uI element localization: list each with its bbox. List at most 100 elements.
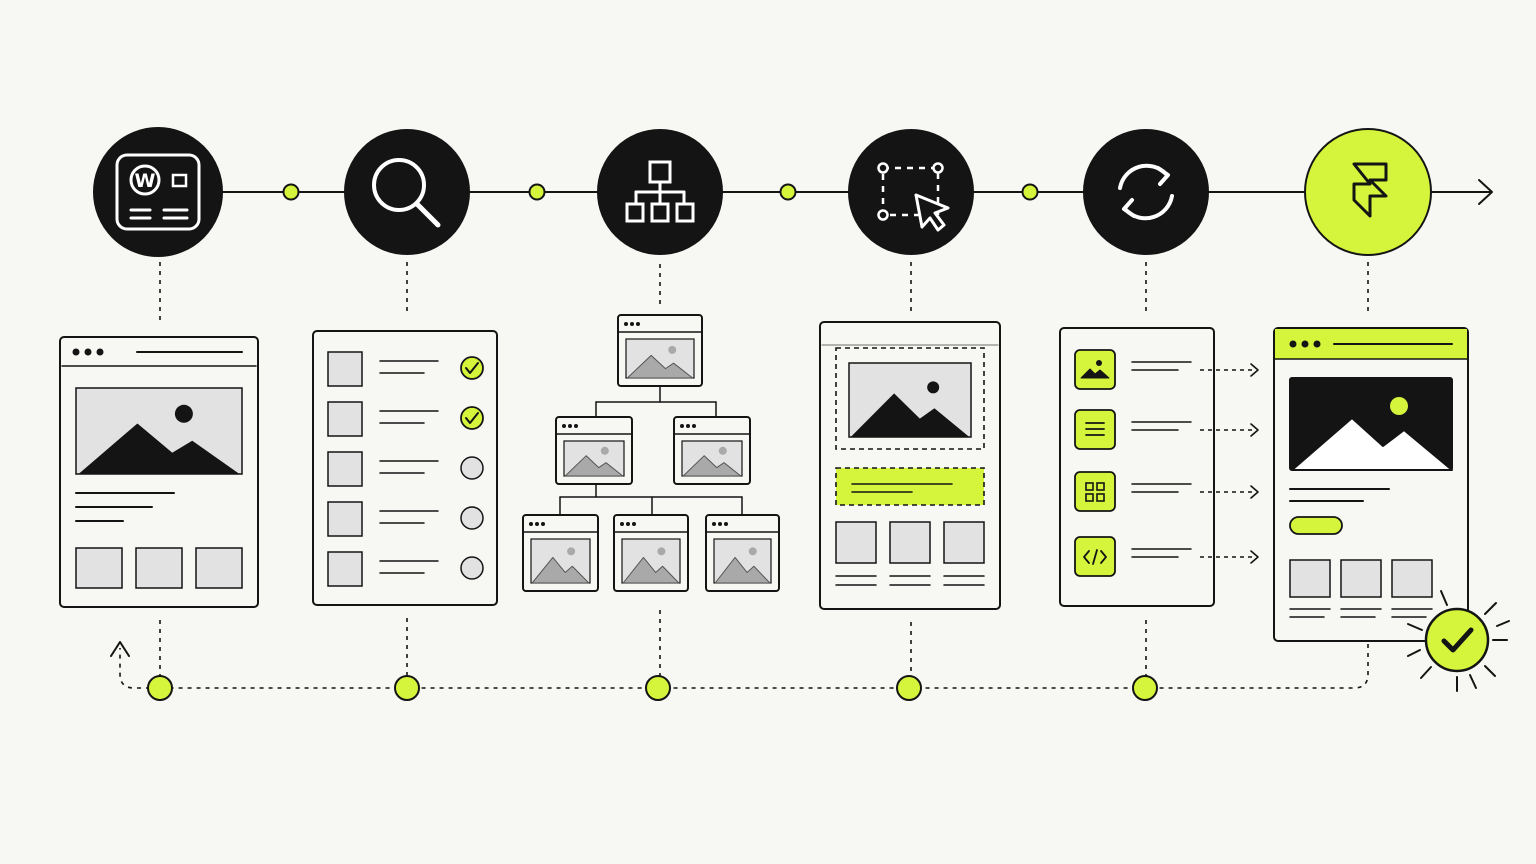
- burst-ray: [1407, 623, 1423, 631]
- thumbnail: [327, 551, 363, 587]
- flow-node-dot: [1021, 183, 1039, 201]
- wordpress-logo-ring: [129, 164, 161, 196]
- flow-node-dot: [282, 183, 300, 201]
- step-circle: [1083, 129, 1209, 255]
- image-placeholder-icon: [625, 338, 695, 379]
- arrow-right-icon: [1250, 423, 1259, 437]
- empty-circle-icon: [460, 556, 484, 580]
- highlight-bar: [835, 467, 985, 506]
- wordpress-logo-mark: W: [135, 170, 156, 192]
- panel-website-mockup: [59, 336, 259, 608]
- thumbnail: [195, 547, 243, 589]
- image-placeholder-icon: [621, 538, 681, 584]
- step-sitemap: [597, 129, 723, 255]
- cta-button-shape: [1289, 516, 1343, 535]
- step-wordpress: W: [93, 127, 223, 257]
- wordpress-site-icon: W: [115, 153, 201, 231]
- image-placeholder-icon: [848, 362, 972, 438]
- step-circle: [344, 129, 470, 255]
- arrow-up-icon: [110, 641, 130, 657]
- checklist-row: [327, 551, 484, 587]
- checklist-row: [327, 451, 484, 487]
- checklist-row: [327, 501, 484, 537]
- page-card: [705, 514, 780, 592]
- thumbnail: [327, 451, 363, 487]
- checkmark-icon: [1407, 590, 1510, 692]
- burst-ray: [1440, 590, 1448, 606]
- component-badge: [1074, 349, 1116, 390]
- step-circle: [1304, 128, 1432, 256]
- step-circle: [93, 127, 223, 257]
- step-circle: [848, 129, 974, 255]
- completion-circle: [1424, 607, 1490, 673]
- loop-node-dot: [896, 675, 922, 701]
- connector-lines: [110, 179, 1493, 701]
- loop-node-dot: [645, 675, 671, 701]
- page-card: [673, 416, 751, 485]
- thumbnail: [1340, 559, 1382, 598]
- window-title-bar: [72, 348, 243, 356]
- page-card: [555, 416, 633, 485]
- step-audit: [344, 129, 470, 255]
- burst-ray: [1420, 666, 1432, 679]
- thumbnail: [943, 521, 985, 564]
- burst-ray: [1407, 649, 1421, 657]
- loop-node-dot: [394, 675, 420, 701]
- thumbnail: [835, 521, 877, 564]
- burst-ray: [1484, 665, 1496, 677]
- feedback-loop-return: [119, 648, 150, 689]
- window-dot-icon: [1289, 340, 1297, 348]
- thumbnail: [135, 547, 183, 589]
- thumbnail: [1391, 559, 1433, 598]
- burst-ray: [1469, 674, 1477, 689]
- text-icon: [1085, 422, 1105, 436]
- arrow-right-icon: [1250, 363, 1259, 377]
- code-icon: [1083, 549, 1107, 565]
- card-square: [171, 173, 188, 188]
- hero-image-icon: [1289, 377, 1453, 471]
- thumbnail: [327, 401, 363, 437]
- component-row: [1074, 409, 1259, 450]
- component-row: [1074, 536, 1259, 577]
- window-dot-icon: [1313, 340, 1321, 348]
- component-badge: [1074, 471, 1116, 512]
- image-icon: [1080, 360, 1110, 379]
- image-placeholder-icon: [713, 538, 772, 584]
- thumbnail: [327, 501, 363, 537]
- step-migrate: [1083, 129, 1209, 255]
- window-dot-icon: [72, 348, 80, 356]
- panel-component-mapping: [1059, 327, 1259, 607]
- window-dot-icon: [96, 348, 104, 356]
- thumbnail: [1289, 559, 1331, 598]
- check-circle-icon: [460, 406, 484, 430]
- sitemap-icon: [625, 160, 695, 223]
- burst-ray: [1484, 602, 1497, 615]
- component-row: [1074, 349, 1259, 390]
- feedback-loop-line: [168, 644, 1369, 689]
- panel-content-checklist: [312, 330, 498, 606]
- burst-ray: [1496, 620, 1510, 627]
- sync-icon: [1118, 163, 1174, 221]
- checklist-row: [327, 401, 484, 437]
- step-framer: [1304, 128, 1432, 256]
- step-icons: W: [93, 127, 1432, 257]
- framer-logo-icon: [1352, 162, 1388, 218]
- page-card: [617, 314, 703, 387]
- grid-icon: [1085, 482, 1105, 502]
- arrow-head-icon: [1478, 179, 1493, 205]
- empty-circle-icon: [460, 506, 484, 530]
- image-placeholder-icon: [530, 538, 591, 584]
- flow-node-dot: [528, 183, 546, 201]
- empty-circle-icon: [460, 456, 484, 480]
- component-row: [1074, 471, 1259, 512]
- loop-node-dot: [1132, 675, 1158, 701]
- page-card: [613, 514, 689, 592]
- thumbnail: [75, 547, 123, 589]
- check-circle-icon: [460, 356, 484, 380]
- step-design: [848, 129, 974, 255]
- checklist-row: [327, 351, 484, 387]
- arrow-right-icon: [1250, 485, 1259, 499]
- selection-box: [835, 347, 985, 450]
- panel-page-hierarchy: [522, 314, 780, 592]
